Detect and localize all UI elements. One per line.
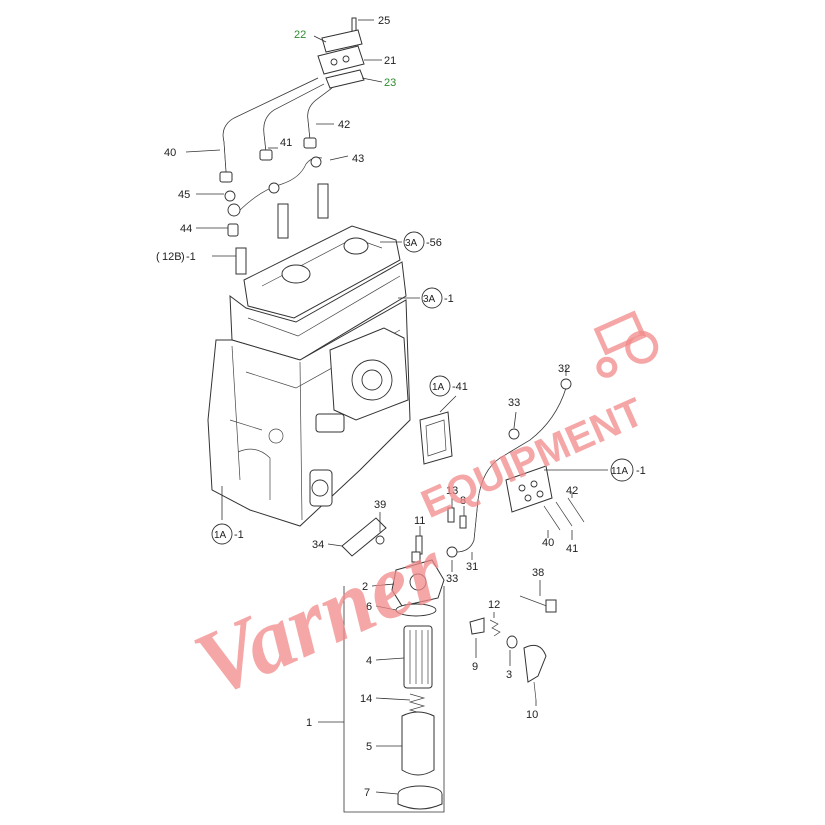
label-3a-56[interactable]: 3A bbox=[405, 238, 418, 249]
label-40-top[interactable]: 40 bbox=[164, 147, 176, 159]
label-1a-41-suffix: -41 bbox=[452, 381, 468, 393]
label-11a-1[interactable]: 11A bbox=[611, 466, 628, 477]
label-40-bottom[interactable]: 40 bbox=[542, 537, 554, 549]
label-12[interactable]: 12 bbox=[488, 599, 500, 611]
label-10[interactable]: 10 bbox=[526, 709, 538, 721]
callout-1a-1-circle bbox=[211, 523, 233, 545]
callout-1a-41-circle bbox=[429, 375, 451, 397]
label-13[interactable]: 13 bbox=[446, 485, 458, 497]
label-12b-open: ( bbox=[156, 251, 160, 263]
label-12b-close: ) bbox=[181, 251, 185, 263]
label-3a-1-suffix: -1 bbox=[444, 293, 454, 305]
engine-block bbox=[207, 225, 420, 527]
label-45[interactable]: 45 bbox=[178, 189, 190, 201]
label-31[interactable]: 31 bbox=[466, 561, 478, 573]
label-34[interactable]: 34 bbox=[312, 539, 324, 551]
label-9[interactable]: 9 bbox=[472, 661, 478, 673]
label-2[interactable]: 2 bbox=[362, 581, 368, 593]
callout-11a-1-circle bbox=[610, 458, 634, 482]
watermark-sub-text: EQUIPMENT bbox=[415, 390, 650, 527]
label-41-top[interactable]: 41 bbox=[280, 137, 292, 149]
label-21[interactable]: 21 bbox=[384, 55, 396, 67]
label-39[interactable]: 39 bbox=[374, 499, 386, 511]
callout-3a-56-circle bbox=[403, 231, 425, 253]
label-7[interactable]: 7 bbox=[364, 787, 370, 799]
label-14[interactable]: 14 bbox=[360, 693, 372, 705]
label-22[interactable]: 22 bbox=[294, 29, 306, 41]
callout-3a-1-circle bbox=[421, 287, 443, 309]
label-32[interactable]: 32 bbox=[558, 363, 570, 375]
label-11a-1-suffix: -1 bbox=[636, 465, 646, 477]
fuel-feed-pipe bbox=[327, 366, 608, 572]
clamp-assembly bbox=[313, 17, 383, 89]
label-33-top[interactable]: 33 bbox=[508, 397, 520, 409]
label-25[interactable]: 25 bbox=[378, 15, 390, 27]
label-12b-suffix: -1 bbox=[186, 251, 196, 263]
label-8[interactable]: 8 bbox=[460, 495, 466, 507]
label-12b[interactable]: 12B bbox=[162, 251, 182, 263]
label-3a-1[interactable]: 3A bbox=[423, 294, 436, 305]
label-42-bottom[interactable]: 42 bbox=[566, 485, 578, 497]
label-41-bottom[interactable]: 41 bbox=[566, 543, 578, 555]
label-6[interactable]: 6 bbox=[366, 601, 372, 613]
label-1[interactable]: 1 bbox=[306, 717, 312, 729]
label-11[interactable]: 11 bbox=[414, 515, 425, 527]
label-33-bottom[interactable]: 33 bbox=[446, 573, 458, 585]
label-43[interactable]: 43 bbox=[352, 153, 364, 165]
label-4[interactable]: 4 bbox=[366, 655, 372, 667]
label-3a-56-suffix: -56 bbox=[426, 237, 442, 249]
label-5[interactable]: 5 bbox=[366, 741, 372, 753]
label-42-top[interactable]: 42 bbox=[338, 119, 350, 131]
leak-off-and-injectors bbox=[196, 155, 349, 275]
label-1a-41[interactable]: 1A bbox=[432, 382, 445, 393]
label-38[interactable]: 38 bbox=[532, 567, 544, 579]
injection-pipes bbox=[185, 77, 334, 183]
label-23[interactable]: 23 bbox=[384, 77, 396, 89]
label-1a-1[interactable]: 1A bbox=[214, 530, 227, 541]
label-3[interactable]: 3 bbox=[506, 669, 512, 681]
tractor-icon bbox=[593, 310, 659, 378]
label-44[interactable]: 44 bbox=[180, 223, 192, 235]
label-1a-1-suffix: -1 bbox=[234, 529, 244, 541]
part-labels: 25 22 21 23 42 40 41 43 45 44 ( 12B ) -1… bbox=[156, 15, 646, 799]
fuel-filter-assembly bbox=[318, 551, 557, 813]
